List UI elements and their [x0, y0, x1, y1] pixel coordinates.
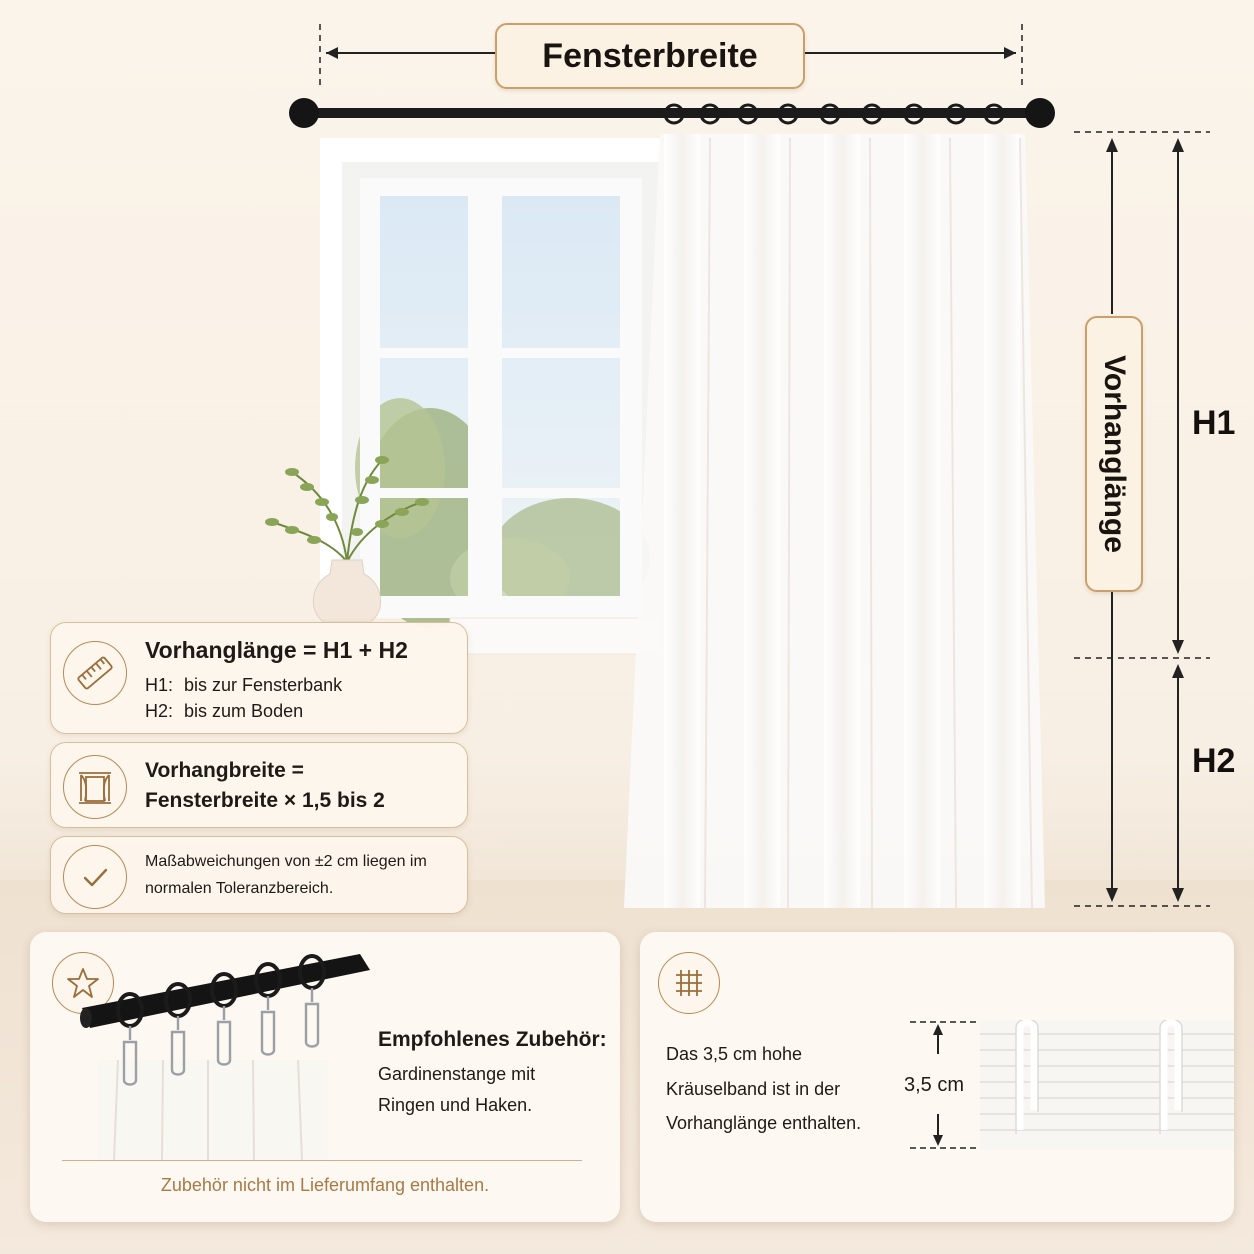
- accessory-line2: Ringen und Haken.: [378, 1095, 533, 1115]
- window-width-label: Fensterbreite: [495, 23, 805, 89]
- star-icon: [52, 952, 114, 1014]
- width-formula-line1: Vorhangbreite =: [145, 759, 304, 782]
- h2-label: H2: [1192, 742, 1236, 780]
- curtain-length-label-box: Vorhanglänge: [1085, 316, 1143, 592]
- window-curtain-icon: [63, 755, 127, 819]
- sheer-curtain-illustration: [624, 134, 1045, 909]
- tolerance-line1: Maßabweichungen von ±2 cm liegen im: [145, 853, 427, 870]
- h1-description-row: H1: bis zur Fensterbank: [145, 675, 342, 696]
- plant-vase-illustration: [265, 456, 429, 623]
- tape-line3: Vorhanglänge enthalten.: [666, 1113, 862, 1133]
- ruler-icon: [63, 641, 127, 705]
- check-icon: [63, 845, 127, 909]
- heading-tape-illustration: [980, 1020, 1234, 1150]
- window-width-dimension: [319, 24, 1023, 86]
- curtain-width-card: Vorhangbreite = Fensterbreite × 1,5 bis …: [50, 742, 468, 828]
- h1-key: H1:: [145, 675, 174, 695]
- tape-height-dimension: [910, 1021, 982, 1149]
- accessory-card: Empfohlenes Zubehör: Gardinenstange mit …: [30, 932, 620, 1222]
- tape-line1: Das 3,5 cm hohe: [666, 1044, 803, 1064]
- tolerance-card: Maßabweichungen von ±2 cm liegen im norm…: [50, 836, 468, 914]
- h2-description: bis zum Boden: [184, 701, 304, 721]
- curtain-length-label: Vorhanglänge: [1098, 355, 1131, 553]
- accessory-line1: Gardinenstange mit: [378, 1064, 536, 1084]
- curtain-height-dimensions: [1074, 131, 1210, 907]
- h1-label: H1: [1192, 404, 1236, 442]
- curtain-length-card: Vorhanglänge = H1 + H2 H1: bis zur Fenst…: [50, 622, 468, 734]
- accessory-divider: [62, 1160, 582, 1161]
- curtain-rod: [289, 98, 1055, 128]
- accessory-title: Empfohlenes Zubehör:: [378, 1028, 607, 1051]
- h2-description-row: H2: bis zum Boden: [145, 701, 303, 722]
- tape-measure-label: 3,5 cm: [904, 1074, 965, 1096]
- window-illustration: [320, 138, 660, 655]
- h2-key: H2:: [145, 701, 174, 721]
- width-formula-line2: Fensterbreite × 1,5 bis 2: [145, 789, 385, 812]
- length-formula: Vorhanglänge = H1 + H2: [145, 637, 408, 663]
- grid-tape-icon: [658, 952, 720, 1014]
- accessory-footer: Zubehör nicht im Lieferumfang enthalten.: [160, 1175, 490, 1195]
- h1-description: bis zur Fensterbank: [184, 675, 343, 695]
- tolerance-line2: normalen Toleranzbereich.: [145, 880, 334, 897]
- heading-tape-card: Das 3,5 cm hohe Kräuselband ist in der V…: [640, 932, 1234, 1222]
- tape-line2: Kräuselband ist in der: [666, 1079, 841, 1099]
- rod-rings-hooks-illustration: [80, 954, 370, 1161]
